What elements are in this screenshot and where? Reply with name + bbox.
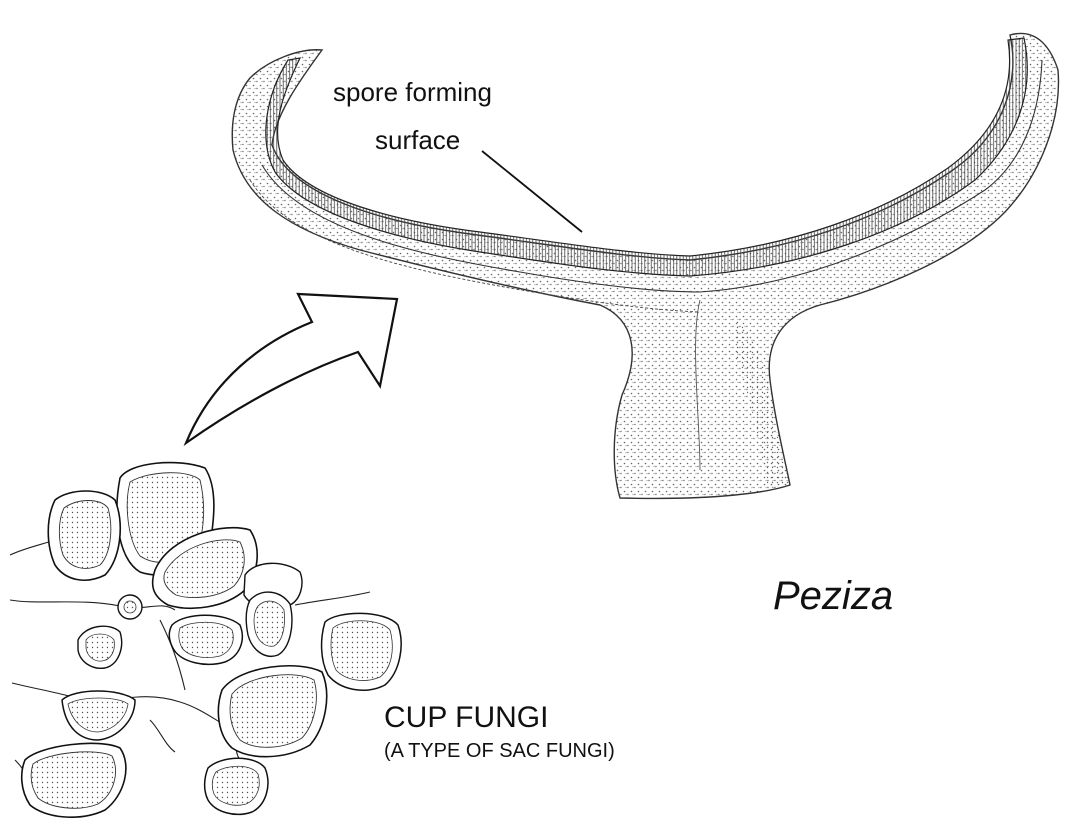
curved-arrow (186, 294, 397, 443)
spore-forming-label-line1: spore forming (333, 79, 492, 105)
cup-fungi-cluster-illustration (10, 463, 401, 818)
cup-fungus (48, 491, 120, 580)
cup-fungus (205, 758, 268, 814)
cup-fungus (78, 626, 122, 668)
cup-fungus (322, 613, 402, 690)
cup-fungi-title: CUP FUNGI (384, 703, 548, 733)
cup-fungus (246, 592, 292, 656)
cup-fungus (118, 595, 142, 619)
cup-fungi-subtitle: (A TYPE OF SAC FUNGI) (384, 741, 615, 761)
cup-fungus (22, 743, 126, 817)
cup-fungus (169, 615, 242, 664)
cup-fungus (62, 691, 135, 740)
genus-name-label: Peziza (773, 576, 893, 616)
spore-surface-leader-line (482, 151, 582, 232)
cup-fungus (218, 666, 326, 757)
spore-forming-label-line2: surface (375, 127, 460, 153)
